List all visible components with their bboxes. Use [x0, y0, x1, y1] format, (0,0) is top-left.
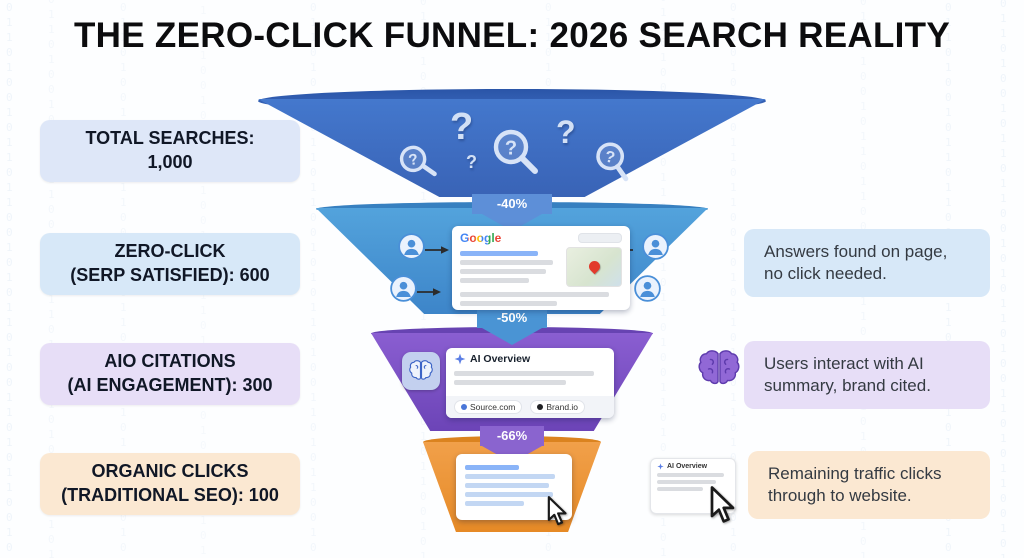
- label-line2: (SERP SATISFIED): 600: [70, 265, 270, 285]
- question-glyph: ?: [505, 137, 517, 159]
- drop-arrow-2: -50%: [477, 308, 547, 345]
- drop-percent-label: -66%: [480, 426, 544, 446]
- sparkle-icon: [657, 463, 664, 470]
- text-line: [465, 465, 519, 470]
- source-chip: Brand.io: [530, 400, 586, 414]
- serp-body: [452, 246, 630, 288]
- label-line2: (TRADITIONAL SEO): 100: [61, 485, 279, 505]
- ai-overview-title: AI Overview: [470, 353, 531, 365]
- question-glyph: ?: [407, 151, 419, 169]
- serp-results: [460, 247, 558, 287]
- label-line2: (AI ENGAGEMENT): 300: [67, 375, 273, 395]
- mini-card-title: AI Overview: [667, 463, 708, 470]
- sparkle-icon: [454, 353, 466, 365]
- label-box-zero-click: ZERO-CLICK (SERP SATISFIED): 600: [40, 233, 300, 295]
- binary-background-column: 0 1 1 0 1 0 0 1 0 1 1 0 1 1 0 0 1 0 1 0 …: [1000, 0, 1007, 558]
- note-box-organic-clicks: Remaining traffic clicks through to webs…: [748, 451, 990, 519]
- label-line1: ORGANIC CLICKS: [91, 461, 249, 482]
- label-line1: AIO CITATIONS: [104, 351, 236, 372]
- text-line: [460, 251, 539, 256]
- user-avatar-icon: [634, 275, 661, 302]
- search-bar: [578, 233, 622, 243]
- text-line: [454, 371, 594, 376]
- text-line: [460, 292, 610, 297]
- question-glyph: ?: [604, 148, 617, 167]
- text-line: [460, 278, 529, 283]
- ai-overview-header: AI Overview: [446, 348, 614, 366]
- serp-header: Google: [452, 226, 630, 246]
- source-label: Source.com: [470, 402, 516, 412]
- cursor-icon: [544, 496, 568, 532]
- question-mark-icon: ?: [450, 106, 474, 148]
- google-logo: Google: [460, 231, 502, 245]
- question-mark-icon: ?: [556, 114, 576, 150]
- label-line1: ZERO-CLICK: [114, 241, 226, 262]
- serp-card: Google: [452, 226, 630, 310]
- source-dot-icon: [461, 404, 467, 410]
- drop-percent-label: -40%: [472, 194, 552, 214]
- ai-overview-sources: Source.com Brand.io: [446, 396, 614, 418]
- pointer-arrow-icon: [424, 243, 450, 261]
- user-avatar-icon: [642, 233, 669, 260]
- label-line1: TOTAL SEARCHES:: [85, 128, 255, 149]
- source-chip: Source.com: [454, 400, 523, 414]
- text-line: [454, 380, 567, 385]
- text-line: [460, 269, 547, 274]
- drop-percent-label: -50%: [477, 308, 547, 328]
- serp-footer: [452, 292, 630, 310]
- note-box-zero-click: Answers found on page, no click needed.: [744, 229, 990, 297]
- source-label: Brand.io: [546, 402, 579, 412]
- mini-card-header: AI Overview: [651, 459, 735, 470]
- magnifier-question-icon: ?: [394, 139, 441, 190]
- map-thumbnail: [566, 247, 622, 287]
- user-avatar-icon: [390, 275, 417, 302]
- text-line: [657, 480, 716, 484]
- cursor-icon: [706, 486, 736, 530]
- ai-brain-badge: [402, 352, 440, 390]
- arrow-down-icon: [482, 328, 542, 345]
- text-line: [657, 473, 725, 477]
- brain-icon: [409, 360, 433, 380]
- magnifier-question-icon: ?: [588, 137, 638, 191]
- label-box-aio-citations: AIO CITATIONS (AI ENGAGEMENT): 300: [40, 343, 300, 405]
- note-box-aio-citations: Users interact with AI summary, brand ci…: [744, 341, 990, 409]
- text-line: [460, 260, 554, 265]
- magnifier-question-icon: ?: [490, 126, 542, 183]
- text-line: [465, 501, 524, 506]
- binary-background-column: 0 1 1 0 1 0 0 1 0 1 1 0 1 1 0 0 1 0 1 0 …: [6, 1, 13, 558]
- text-line: [657, 487, 704, 491]
- question-mark-icon: ?: [466, 152, 477, 172]
- note-text: Users interact with AI summary, brand ci…: [764, 353, 931, 395]
- ai-overview-card: AI Overview Source.com Brand.io: [446, 348, 614, 418]
- label-line2: 1,000: [147, 152, 193, 172]
- ai-overview-body: [446, 366, 614, 390]
- text-line: [465, 492, 554, 497]
- label-box-organic-clicks: ORGANIC CLICKS (TRADITIONAL SEO): 100: [40, 453, 300, 515]
- map-pin-icon: [586, 259, 603, 275]
- text-line: [465, 483, 550, 488]
- pointer-arrow-icon: [416, 285, 442, 303]
- text-line: [460, 301, 558, 306]
- user-avatar-icon: [398, 233, 425, 260]
- source-dot-icon: [537, 404, 544, 410]
- binary-background-column: 0 1 1 0 1 0 0 1 0 1 1 0 1 1 0 0 1 0 1 0 …: [310, 1, 317, 558]
- page-title: THE ZERO-CLICK FUNNEL: 2026 SEARCH REALI…: [74, 16, 950, 55]
- text-line: [465, 474, 556, 479]
- label-box-total-searches: TOTAL SEARCHES: 1,000: [40, 120, 300, 182]
- note-text: Answers found on page, no click needed.: [764, 241, 948, 283]
- note-text: Remaining traffic clicks through to webs…: [768, 463, 942, 505]
- brain-icon: [696, 348, 742, 395]
